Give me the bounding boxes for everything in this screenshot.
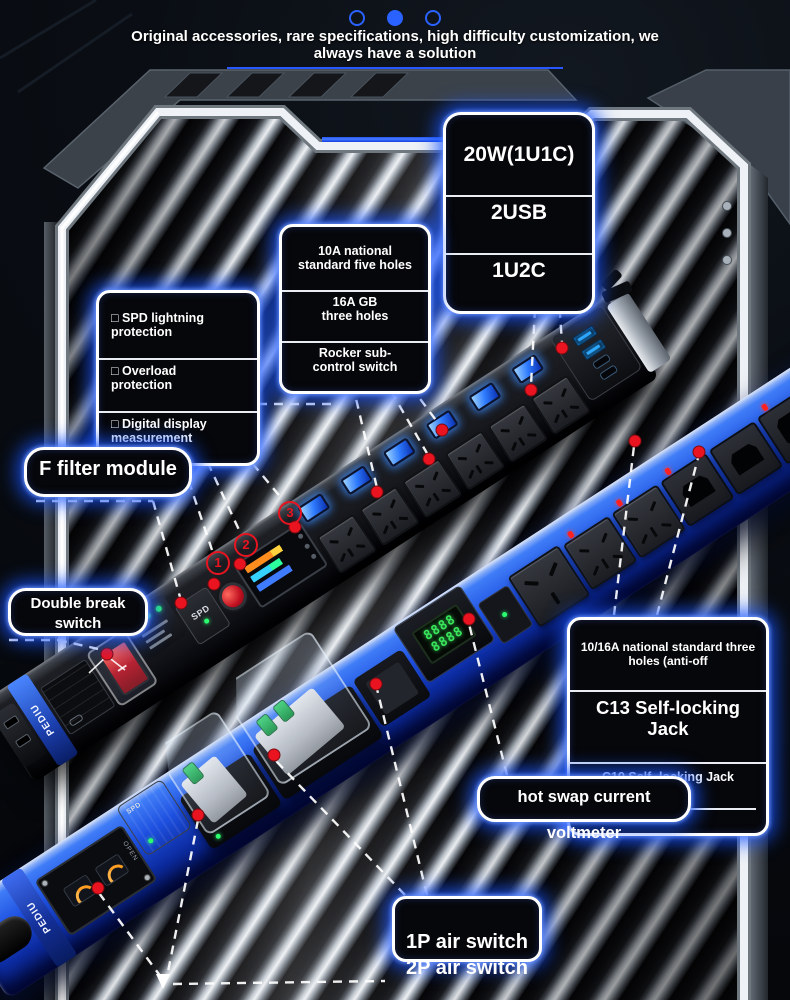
callout-row: □ Digital display measurement	[99, 410, 257, 450]
status-led	[501, 611, 509, 618]
gauge-display	[93, 853, 130, 888]
callout-row: 10/16A national standard three holes (an…	[580, 640, 756, 668]
callout-hot-swap: hot swap current voltmeter	[477, 776, 691, 842]
spd-status-led	[147, 837, 155, 845]
rocker-sub-switch	[425, 409, 459, 440]
callout-row: Rocker sub- control switch	[282, 340, 428, 378]
rocker-sub-switch	[339, 465, 374, 496]
callout-text: 1P air switch 2P air switch	[406, 931, 528, 979]
title-underline	[227, 66, 563, 69]
jack-led	[760, 403, 769, 412]
callout-air-switch: 1P air switch 2P air switch	[392, 896, 542, 979]
callout-row: □ SPD lightning protection	[111, 311, 204, 340]
spd-label: SPD	[125, 801, 143, 816]
callout-row: 10A national standard five holes	[298, 244, 412, 273]
marker-2: 2	[234, 533, 258, 557]
open-label: OPEN	[121, 840, 140, 863]
marker-1: 1	[206, 551, 230, 575]
spd-status-led	[202, 617, 210, 625]
rocker-sub-switch	[468, 381, 502, 413]
usb-c-port	[598, 363, 619, 381]
callout-outlets: 10A national standard five holes 16A GB …	[279, 224, 431, 395]
gauge-display	[62, 873, 99, 908]
rocker-sub-switch	[297, 492, 331, 524]
page-title: Original accessories, rare specification…	[131, 28, 659, 63]
outlet-led	[566, 530, 575, 539]
callout-row: C13 Self-locking Jack	[570, 689, 766, 745]
voltmeter-screen: 8888 8888	[411, 603, 477, 665]
callout-usb-modules: 20W(1U1C) 2USB 1U2C	[443, 112, 595, 315]
callout-row: □ Overload protection	[99, 357, 257, 397]
callout-protection: □ SPD lightning protection □ Overload pr…	[96, 290, 260, 467]
callout-row: 1U2C	[446, 253, 592, 287]
callout-row: 2USB	[446, 195, 592, 229]
jack-led	[664, 467, 673, 476]
callout-row: 20W(1U1C)	[463, 143, 575, 166]
usb-c-port	[68, 713, 84, 727]
callout-double-break: Double break switch	[8, 588, 148, 636]
carousel-dot-active-icon	[387, 9, 403, 26]
carousel-dot-icon	[425, 9, 442, 26]
outlet-led	[615, 498, 624, 508]
header: Original accessories, rare specification…	[0, 0, 790, 69]
rocker-sub-switch	[511, 353, 545, 385]
carousel-dot-icon	[348, 9, 365, 26]
carousel-dots	[0, 9, 790, 26]
green-led	[154, 604, 163, 613]
callout-filter-module: F filter module	[24, 447, 192, 497]
marker-3: 3	[278, 501, 302, 525]
callout-row: 16A GB three holes	[282, 289, 428, 327]
rocker-sub-switch	[382, 437, 417, 468]
